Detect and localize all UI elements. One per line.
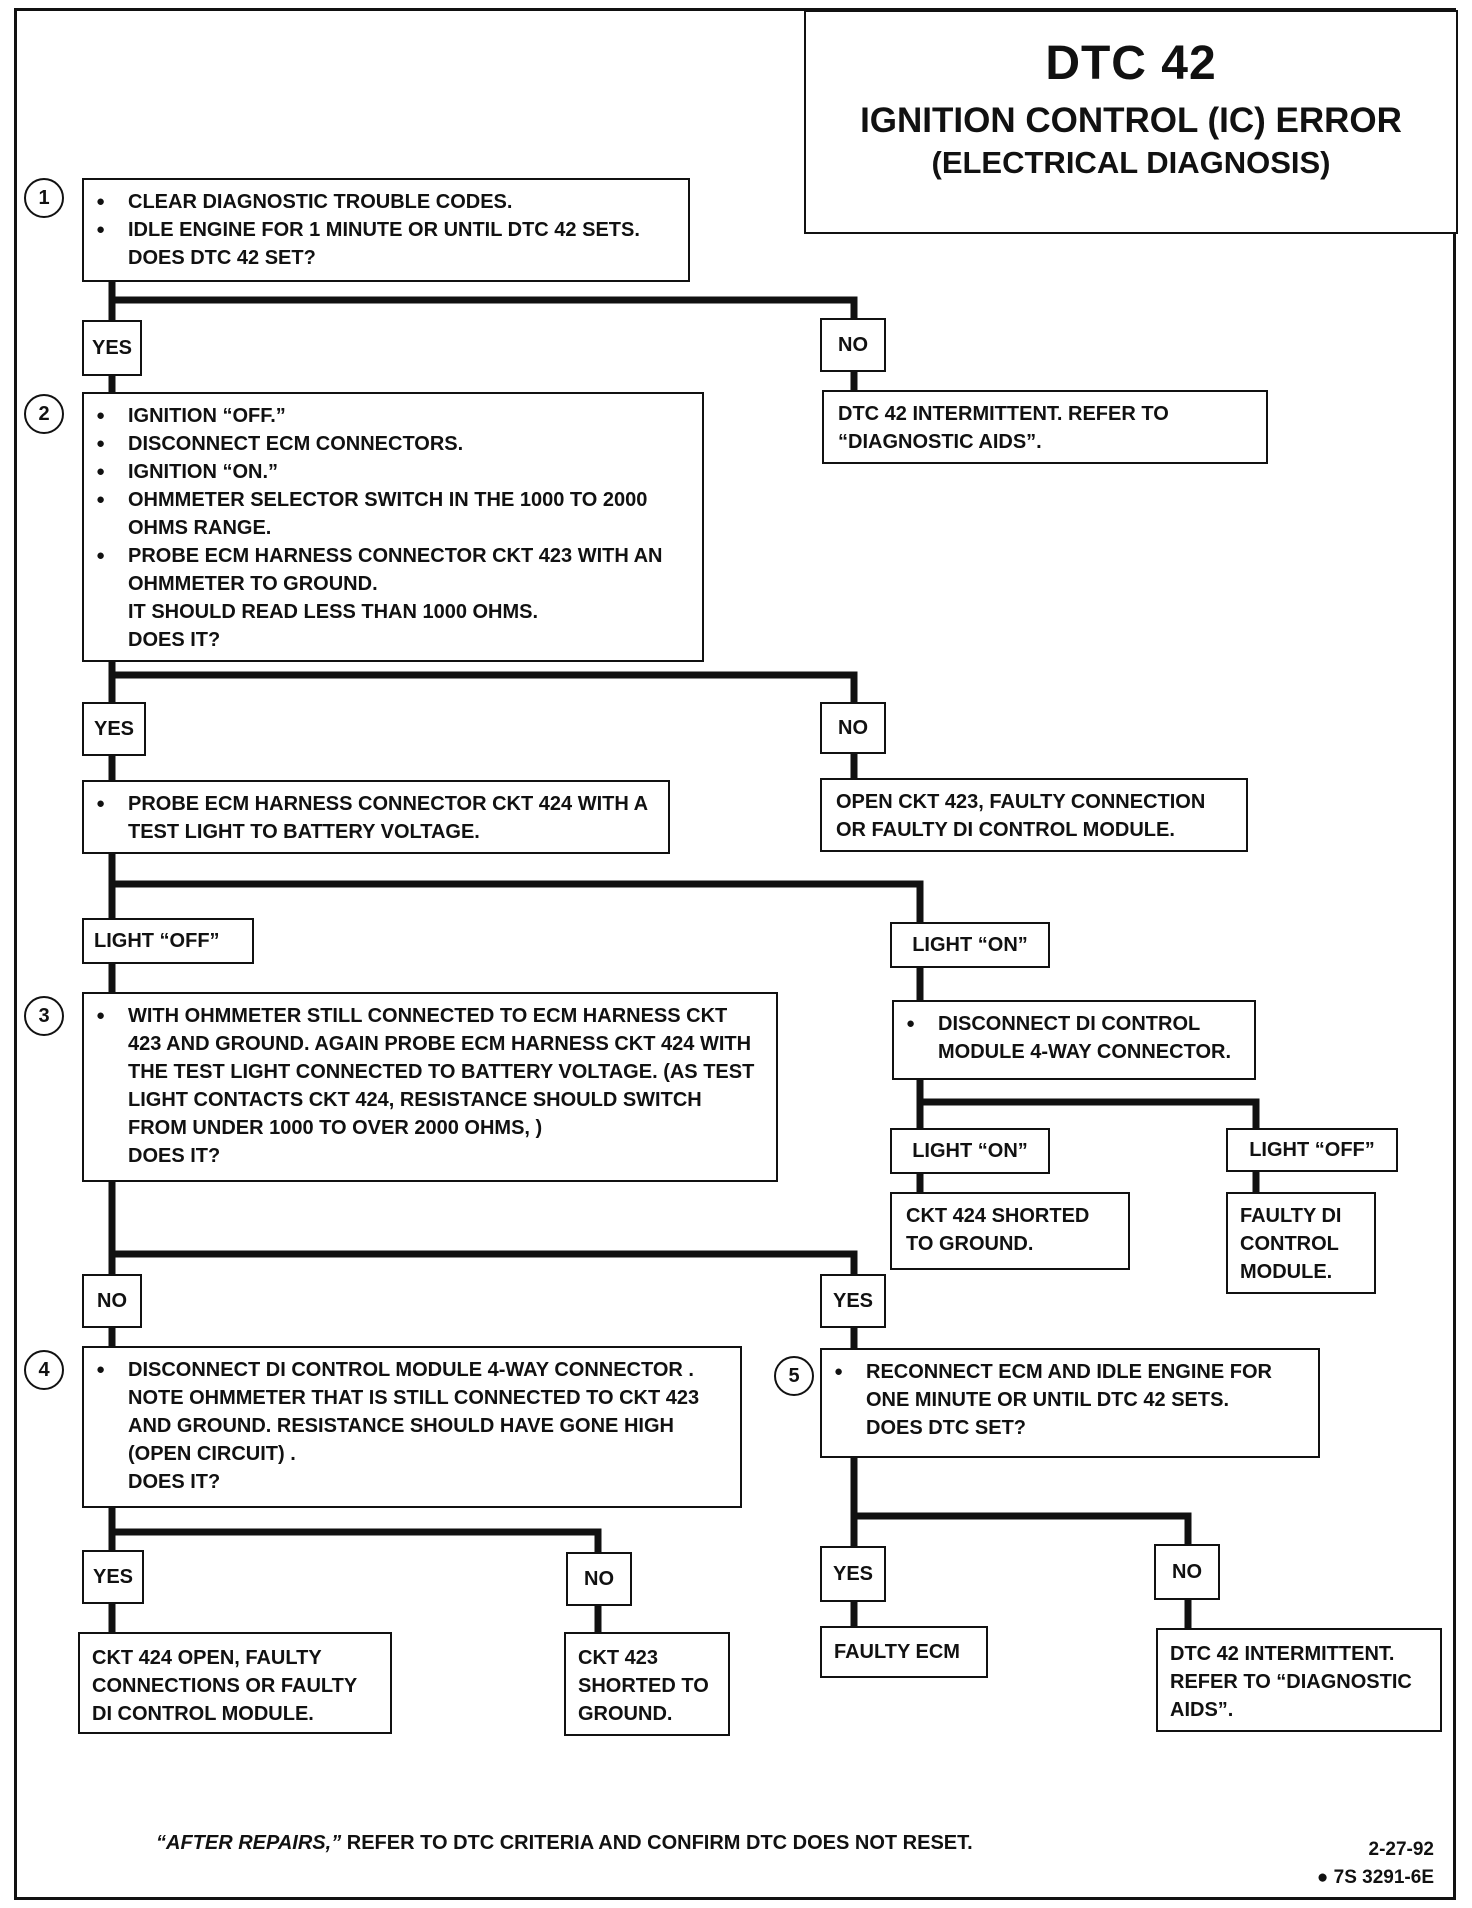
step-3-question: DOES IT?	[128, 1145, 221, 1167]
step-1-box: CLEAR DIAGNOSTIC TROUBLE CODES. IDLE ENG…	[82, 178, 690, 282]
dtc-subtitle: (ELECTRICAL DIAGNOSIS)	[931, 145, 1331, 180]
result-faulty-ecm: FAULTY ECM	[820, 1626, 988, 1678]
result-ckt-424-open: CKT 424 OPEN, FAULTY CONNECTIONS OR FAUL…	[78, 1632, 392, 1734]
dtc-code-title: DTC 42	[1045, 37, 1217, 90]
step-1-bullet: IDLE ENGINE FOR 1 MINUTE OR UNTIL DTC 42…	[84, 216, 676, 244]
step-1-yes-label: YES	[82, 320, 142, 376]
light-on-label-2: LIGHT “ON”	[890, 1128, 1050, 1174]
light-off-label-2: LIGHT “OFF”	[1226, 1128, 1398, 1172]
step-number-4: 4	[24, 1350, 64, 1390]
light-on-label: LIGHT “ON”	[890, 922, 1050, 968]
title-block: DTC 42 IGNITION CONTROL (IC) ERROR (ELEC…	[804, 10, 1458, 234]
document-date-block: 2-27-92 ● 7S 3291-6E	[1317, 1836, 1434, 1892]
footer-italic: “AFTER REPAIRS,”	[156, 1832, 342, 1854]
step-number-1: 1	[24, 178, 64, 218]
result-ckt-424-shorted: CKT 424 SHORTED TO GROUND.	[890, 1192, 1130, 1270]
step-2-expected: IT SHOULD READ LESS THAN 1000 OHMS.	[128, 601, 539, 623]
footer-note: “AFTER REPAIRS,” REFER TO DTC CRITERIA A…	[156, 1832, 973, 1855]
step-4-bullet: DISCONNECT DI CONTROL MODULE 4-WAY CONNE…	[84, 1356, 728, 1468]
step-number-2: 2	[24, 394, 64, 434]
step-4-yes-label: YES	[82, 1550, 144, 1604]
result-intermittent-2: DTC 42 INTERMITTENT. REFER TO “DIAGNOSTI…	[1156, 1628, 1442, 1732]
step-2-bullet: DISCONNECT ECM CONNECTORS.	[84, 430, 690, 458]
document-date: 2-27-92	[1368, 1839, 1435, 1860]
probe-bullet: PROBE ECM HARNESS CONNECTOR CKT 424 WITH…	[84, 790, 656, 846]
step-2-question: DOES IT?	[128, 629, 221, 651]
step-5-box: RECONNECT ECM AND IDLE ENGINE FOR ONE MI…	[820, 1348, 1320, 1458]
probe-ckt-424-box: PROBE ECM HARNESS CONNECTOR CKT 424 WITH…	[82, 780, 670, 854]
step-2-box: IGNITION “OFF.” DISCONNECT ECM CONNECTOR…	[82, 392, 704, 662]
document-code: ● 7S 3291-6E	[1316, 1867, 1434, 1888]
result-intermittent-1: DTC 42 INTERMITTENT. REFER TO “DIAGNOSTI…	[822, 390, 1268, 464]
dtc-name: IGNITION CONTROL (IC) ERROR	[860, 101, 1402, 140]
step-3-bullet: WITH OHMMETER STILL CONNECTED TO ECM HAR…	[84, 1002, 764, 1142]
step-number-5: 5	[774, 1356, 814, 1396]
step-2-bullet: OHMMETER SELECTOR SWITCH IN THE 1000 TO …	[84, 486, 690, 542]
light-off-label: LIGHT “OFF”	[82, 918, 254, 964]
page-border	[14, 8, 1456, 1900]
result-ckt-423-shorted: CKT 423 SHORTED TO GROUND.	[564, 1632, 730, 1736]
step-5-bullet: RECONNECT ECM AND IDLE ENGINE FOR ONE MI…	[822, 1358, 1306, 1414]
step-1-bullet: CLEAR DIAGNOSTIC TROUBLE CODES.	[84, 188, 676, 216]
step-3-no-label: NO	[82, 1274, 142, 1328]
footer-text: REFER TO DTC CRITERIA AND CONFIRM DTC DO…	[341, 1832, 973, 1854]
step-5-no-label: NO	[1154, 1544, 1220, 1600]
step-5-yes-label: YES	[820, 1546, 886, 1602]
step-4-question: DOES IT?	[128, 1471, 221, 1493]
result-open-ckt-423: OPEN CKT 423, FAULTY CONNECTION OR FAULT…	[820, 778, 1248, 852]
step-2-bullet: IGNITION “ON.”	[84, 458, 690, 486]
step-1-question: DOES DTC 42 SET?	[128, 247, 316, 269]
step-2-bullet: IGNITION “OFF.”	[84, 402, 690, 430]
step-3-box: WITH OHMMETER STILL CONNECTED TO ECM HAR…	[82, 992, 778, 1182]
step-2-bullet: PROBE ECM HARNESS CONNECTOR CKT 423 WITH…	[84, 542, 690, 598]
step-4-no-label: NO	[566, 1552, 632, 1606]
disconnect-di-box: DISCONNECT DI CONTROL MODULE 4-WAY CONNE…	[892, 1000, 1256, 1080]
step-number-3: 3	[24, 996, 64, 1036]
result-faulty-di-module: FAULTY DI CONTROL MODULE.	[1226, 1192, 1376, 1294]
step-2-no-label: NO	[820, 702, 886, 754]
step-4-box: DISCONNECT DI CONTROL MODULE 4-WAY CONNE…	[82, 1346, 742, 1508]
step-1-no-label: NO	[820, 318, 886, 372]
step-3-yes-label: YES	[820, 1274, 886, 1328]
step-2-yes-label: YES	[82, 702, 146, 756]
step-5-question: DOES DTC SET?	[866, 1417, 1027, 1439]
disconnect-bullet: DISCONNECT DI CONTROL MODULE 4-WAY CONNE…	[894, 1010, 1242, 1066]
